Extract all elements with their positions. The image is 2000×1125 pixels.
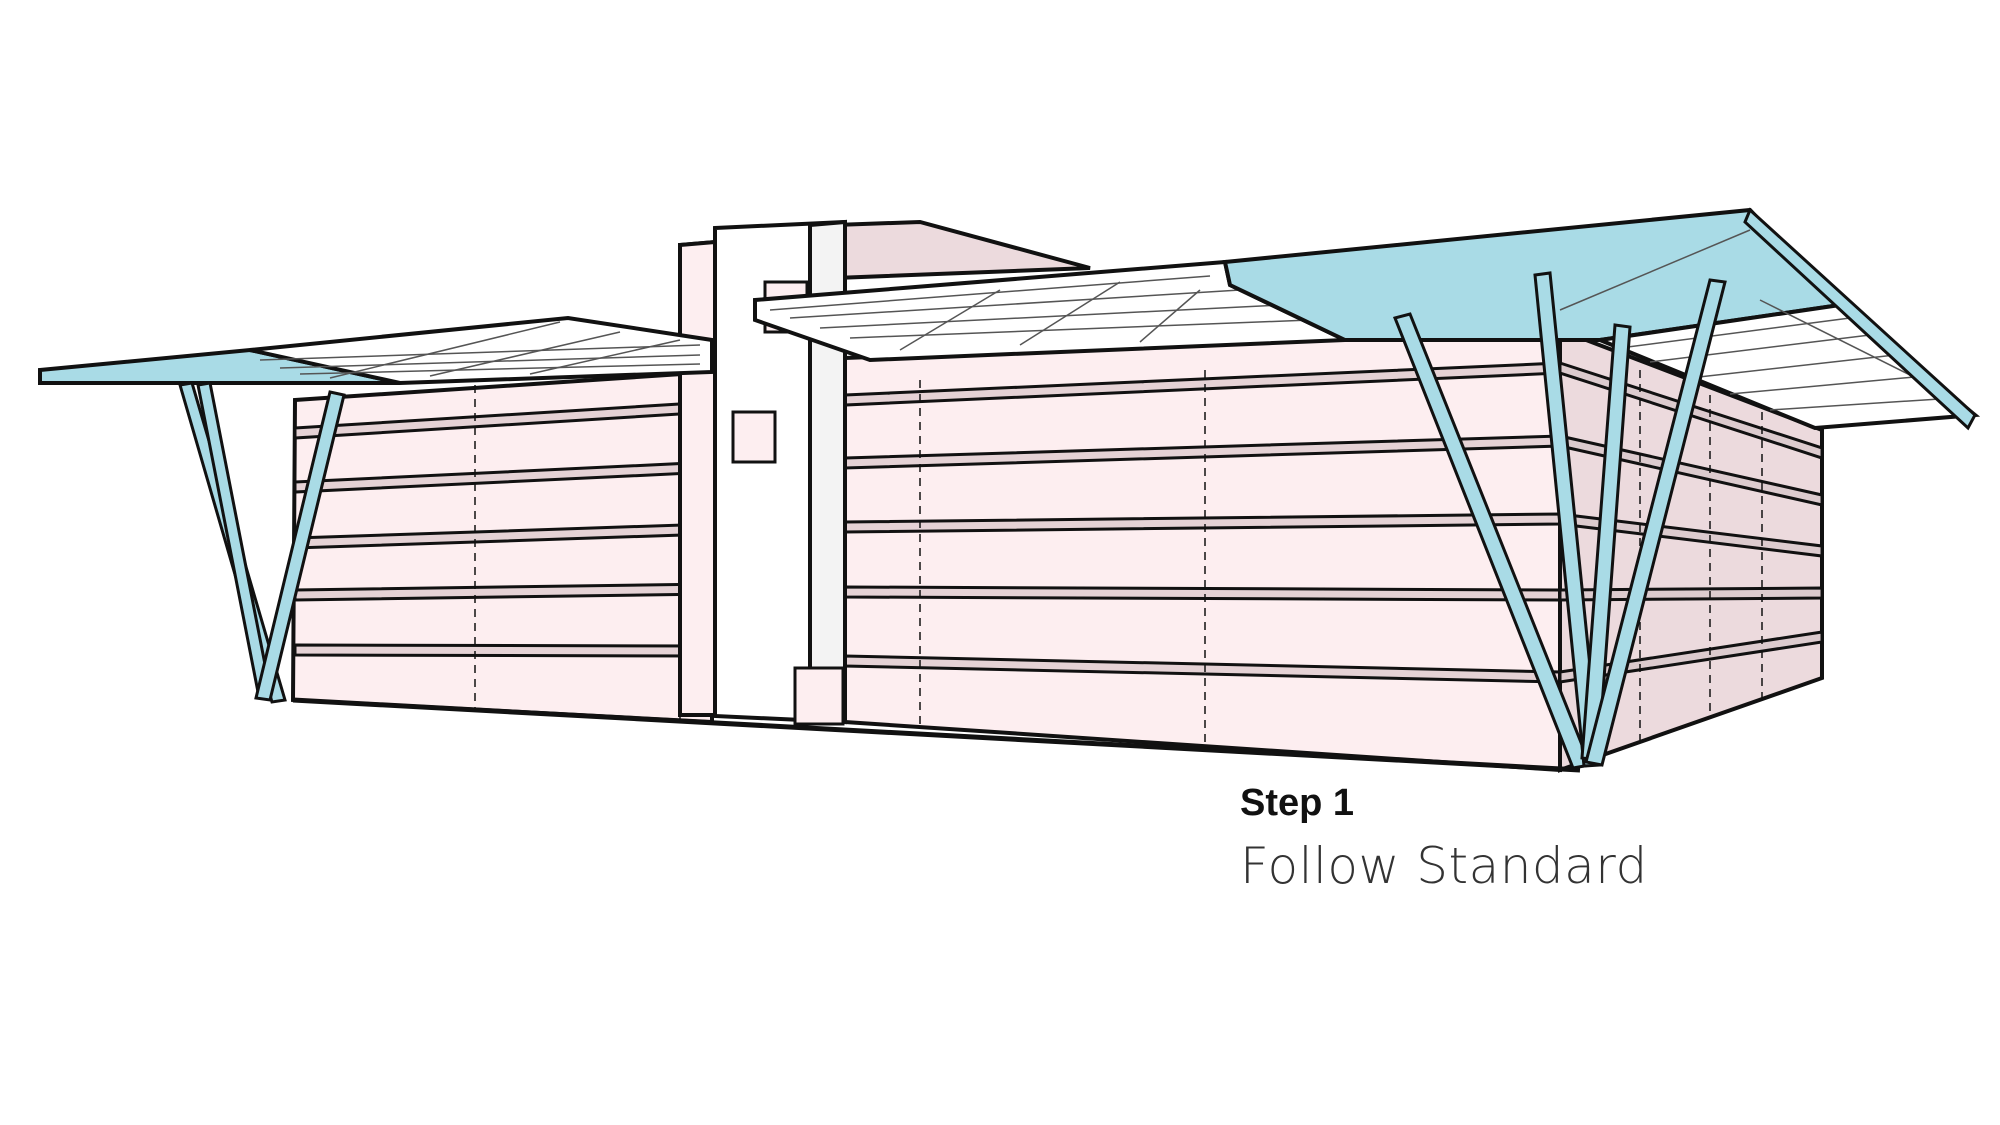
step-label: Step 1 [1240, 782, 1355, 824]
left-canopy [38, 315, 714, 386]
step-caption: Step 1 Follow Standard [1240, 780, 1648, 898]
right-v-columns [1392, 271, 1727, 770]
main-wall-front [843, 327, 1562, 773]
right-canopy [753, 207, 1981, 431]
main-wall-left [290, 369, 714, 725]
step-description: Follow Standard [1240, 837, 1648, 895]
ground-line [292, 697, 1581, 773]
left-v-columns [178, 381, 346, 704]
